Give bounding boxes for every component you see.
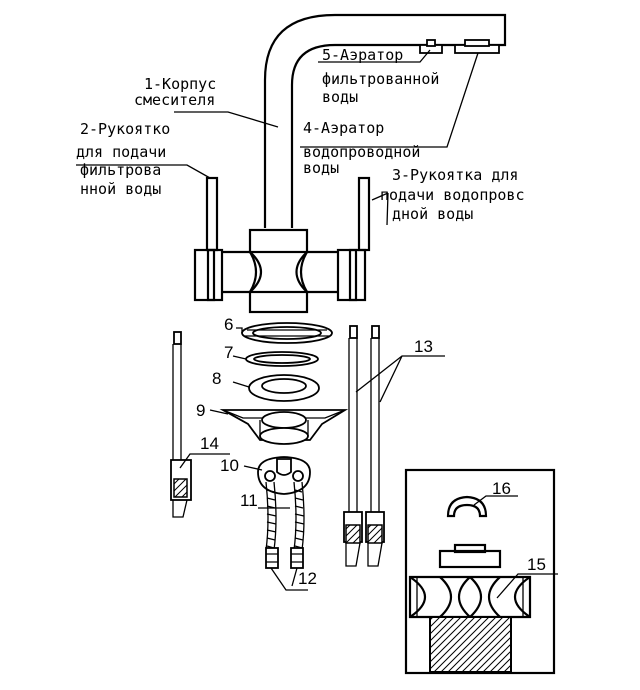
part-6-gasket: 6: [224, 315, 333, 344]
svg-text:2-Рукоятко: 2-Рукоятко: [80, 120, 170, 138]
label-14: 14: [200, 434, 219, 453]
leader-lines: [76, 49, 479, 226]
label-9: 9: [196, 401, 205, 420]
label-7: 7: [224, 343, 233, 362]
label-tap-aerator: 4-Аэратор водопроводной воды: [303, 119, 420, 177]
svg-text:подачи водопровс: подачи водопровс: [380, 186, 525, 204]
part-10-horseshoe: 10: [220, 456, 311, 495]
label-10: 10: [220, 456, 239, 475]
svg-text:воды: воды: [322, 88, 358, 106]
part-16-clip: [446, 495, 488, 518]
label-filtered-handle: 2-Рукоятко для подачи фильтрова нной вод…: [76, 120, 170, 198]
svg-text:воды: воды: [303, 159, 339, 177]
label-15: 15: [527, 555, 546, 574]
detail-inset: 16 15: [404, 468, 558, 675]
svg-text:1-Корпус: 1-Корпус: [144, 75, 216, 93]
svg-text:дной воды: дной воды: [392, 205, 473, 223]
svg-text:смесителя: смесителя: [134, 91, 215, 109]
part-15-thread: [429, 616, 512, 673]
part-14-hose: 14: [170, 331, 230, 518]
part-7-o-ring: 7: [224, 343, 319, 367]
svg-text:3-Рукоятка для: 3-Рукоятка для: [392, 166, 518, 184]
part-8-washer: 8: [212, 369, 320, 402]
label-8: 8: [212, 369, 221, 388]
label-11: 11: [240, 491, 258, 510]
svg-text:для подачи: для подачи: [76, 143, 166, 161]
svg-text:5-Аэратор: 5-Аэратор: [322, 46, 403, 64]
part-9-mounting-plate: 9: [196, 401, 349, 445]
label-13: 13: [414, 337, 433, 356]
mixer-block: [193, 228, 367, 314]
label-tap-handle: 3-Рукоятка для подачи водопровс дной вод…: [380, 166, 525, 223]
label-body: 1-Корпус смесителя: [134, 75, 216, 109]
part-11-studs: 11: [240, 481, 305, 551]
label-16: 16: [492, 479, 511, 498]
label-12: 12: [298, 569, 317, 588]
svg-text:4-Аэратор: 4-Аэратор: [303, 119, 384, 137]
svg-text:фильтрованной: фильтрованной: [322, 70, 439, 88]
svg-text:фильтрова: фильтрова: [80, 161, 161, 179]
svg-text:водопроводной: водопроводной: [303, 143, 420, 161]
filtered-water-handle: [205, 176, 219, 252]
label-filtered-aerator: 5-Аэратор фильтрованной воды: [322, 46, 439, 106]
svg-text:нной воды: нной воды: [80, 180, 161, 198]
faucet-body: [263, 13, 507, 228]
part-13-hoses: 13: [343, 325, 445, 567]
label-6: 6: [224, 315, 233, 334]
part-12-nuts: 12: [265, 547, 317, 591]
tap-water-handle: [357, 176, 371, 252]
